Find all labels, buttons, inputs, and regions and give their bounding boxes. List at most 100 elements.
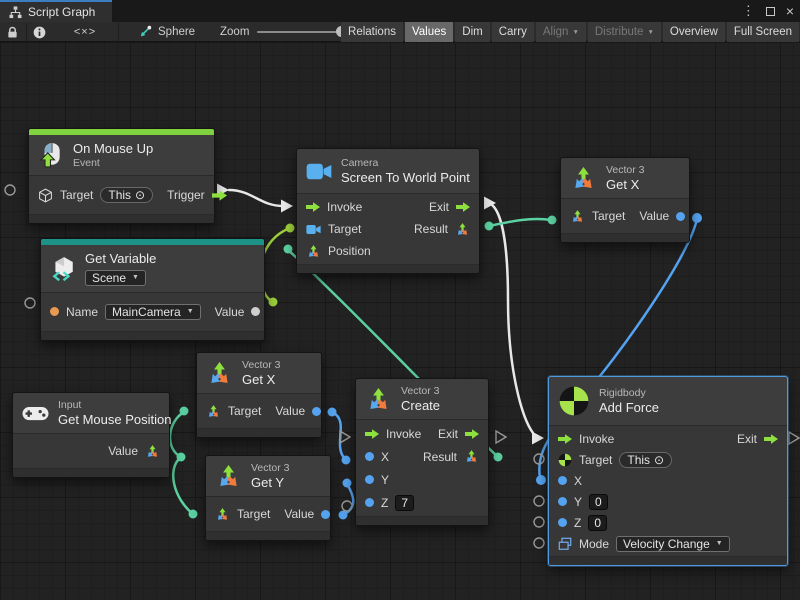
node-get-y-screen[interactable]: Vector 3 Get Y Target Value [205, 455, 331, 542]
z-value-field[interactable]: 0 [588, 514, 608, 531]
target-self-button[interactable]: This ⊙ [100, 187, 154, 204]
node-title: Add Force [599, 399, 659, 415]
exit-port-icon[interactable] [465, 428, 479, 439]
flow-port-marker[interactable] [495, 429, 508, 445]
vector3-port-icon[interactable] [570, 209, 585, 224]
port-marker[interactable] [24, 297, 36, 309]
flow-in-arrow[interactable] [532, 431, 544, 445]
full-screen-button[interactable]: Full Screen [726, 22, 799, 42]
vector3-port-icon[interactable] [464, 449, 479, 464]
maximize-icon[interactable] [765, 6, 775, 16]
port-marker[interactable] [4, 184, 16, 196]
flow-in-arrow[interactable] [281, 199, 293, 213]
exit-label: Exit [428, 200, 449, 215]
value-port[interactable] [312, 406, 322, 416]
invoke-port-icon[interactable] [365, 428, 379, 439]
code-toggle-button[interactable]: <×> [62, 22, 108, 42]
camera-port-icon[interactable] [306, 224, 321, 235]
window-controls: ⋮ × [742, 0, 794, 22]
node-group: Vector 3 [606, 164, 645, 176]
close-icon[interactable]: × [785, 3, 794, 19]
invoke-port-icon[interactable] [306, 202, 320, 212]
node-footer [561, 233, 689, 243]
value-port[interactable] [321, 509, 331, 519]
rigidbody-port-icon[interactable] [558, 453, 572, 467]
flow-port-icon[interactable] [211, 190, 227, 201]
x-port[interactable] [365, 452, 374, 462]
z-value-field[interactable]: 7 [395, 494, 415, 511]
relations-button[interactable]: Relations [341, 22, 403, 42]
current-graph-indicator[interactable]: Sphere [138, 22, 195, 42]
node-title: Get Y [251, 474, 285, 490]
graph-pointer-label: Sphere [158, 26, 196, 38]
node-get-x-world[interactable]: Vector 3 Get X Target Value [560, 157, 690, 244]
tab-script-graph[interactable]: Script Graph [0, 0, 112, 22]
flow-port-marker[interactable] [339, 429, 352, 445]
node-subtitle: Event [73, 156, 100, 169]
chevron-down-icon: ▼ [132, 274, 139, 282]
port-marker[interactable] [533, 516, 545, 528]
force-mode-icon[interactable] [558, 537, 572, 551]
node-title: Screen To World Point [341, 169, 470, 185]
target-self-button[interactable]: This ⊙ [619, 451, 673, 468]
invoke-label: Invoke [327, 200, 363, 215]
invoke-port-icon[interactable] [558, 433, 572, 444]
port-marker[interactable] [533, 453, 545, 465]
align-button[interactable]: Align▼ [535, 22, 586, 42]
info-button[interactable] [27, 22, 51, 42]
node-get-variable[interactable]: Get Variable Scene ▼ Name MainCamera ▼ V… [40, 238, 265, 341]
z-port[interactable] [558, 518, 567, 527]
y-port[interactable] [558, 497, 567, 506]
x-port[interactable] [558, 476, 567, 485]
y-value-field[interactable]: 0 [589, 493, 608, 510]
node-on-mouse-up[interactable]: On Mouse Up Event Target This ⊙ Trigger [28, 128, 227, 225]
node-title: Get X [606, 176, 640, 192]
exit-port-icon[interactable] [764, 433, 778, 444]
mouse-up-icon [38, 142, 64, 168]
node-get-mouse-position[interactable]: Input Get Mouse Position Value [12, 392, 171, 479]
vector3-port-icon[interactable] [306, 244, 321, 259]
variable-name-dropdown[interactable]: MainCamera ▼ [105, 303, 201, 320]
node-add-force[interactable]: Rigidbody Add Force Invoke Exit Target T… [548, 376, 788, 566]
chevron-down-icon: ▼ [715, 540, 723, 547]
lock-button[interactable] [0, 22, 24, 42]
menu-kebab-icon[interactable]: ⋮ [741, 3, 755, 18]
exit-port-icon[interactable] [456, 202, 470, 212]
node-vector3-create[interactable]: Vector 3 Create Invoke Exit X Result [355, 378, 489, 527]
chevron-down-icon: ▼ [647, 28, 654, 36]
vector3-port-icon[interactable] [206, 404, 221, 419]
wire-trigger-to-invoke [227, 188, 285, 208]
node-group: Rigidbody [599, 386, 646, 399]
vector3-port-icon[interactable] [145, 444, 160, 459]
flow-out-arrow[interactable] [484, 196, 496, 210]
vector3-port-icon[interactable] [215, 507, 230, 522]
flow-port-marker[interactable] [788, 430, 800, 446]
variable-icon [50, 256, 76, 282]
name-port[interactable] [50, 307, 59, 317]
carry-button[interactable]: Carry [491, 22, 534, 42]
tab-title: Script Graph [28, 5, 96, 19]
game-object-icon[interactable] [38, 188, 53, 203]
port-marker[interactable] [341, 500, 353, 512]
z-label: Z [381, 495, 389, 510]
value-port[interactable] [676, 211, 686, 221]
node-footer [29, 214, 214, 224]
y-port[interactable] [365, 475, 374, 485]
variable-scope-dropdown[interactable]: Scene ▼ [85, 269, 146, 286]
port-marker[interactable] [533, 537, 545, 549]
target-label: Target [237, 507, 271, 522]
port-marker[interactable] [533, 495, 545, 507]
code-toggle-icon: <×> [73, 26, 97, 38]
node-screen-to-world-point[interactable]: Camera Screen To World Point Invoke Exit… [296, 148, 480, 275]
values-button[interactable]: Values [404, 22, 454, 42]
node-get-x-screen[interactable]: Vector 3 Get X Target Value [196, 352, 322, 439]
z-port[interactable] [365, 498, 374, 508]
dim-button[interactable]: Dim [455, 22, 490, 42]
value-port[interactable] [251, 307, 261, 317]
camera-icon [306, 162, 332, 181]
node-title: Get X [242, 371, 276, 387]
force-mode-dropdown[interactable]: Velocity Change ▼ [616, 535, 730, 552]
overview-button[interactable]: Overview [662, 22, 725, 42]
distribute-button[interactable]: Distribute▼ [587, 22, 661, 42]
vector3-port-icon[interactable] [455, 222, 470, 237]
